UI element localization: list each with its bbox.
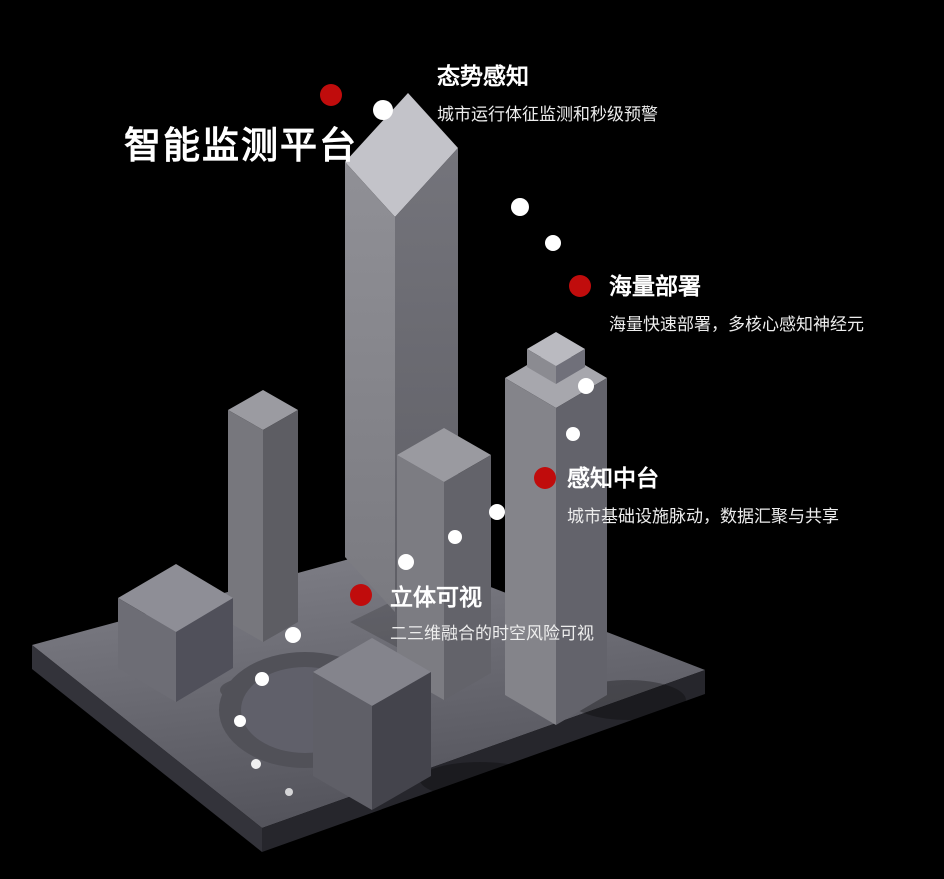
red-marker-dot-middle-platform xyxy=(534,467,556,489)
red-marker-dot-platform xyxy=(320,84,342,106)
building-front-center xyxy=(313,638,431,810)
left-low-top xyxy=(118,564,233,632)
feature-subtitle: 海量快速部署，多核心感知神经元 xyxy=(609,314,864,334)
building-left-low xyxy=(118,564,233,702)
building-left-slim xyxy=(228,390,298,642)
center-left-face xyxy=(397,455,444,700)
right-tower-left-face xyxy=(505,378,556,725)
red-marker-dot-deployment xyxy=(569,275,591,297)
hero-tower-top xyxy=(345,93,458,217)
feature-massive-deployment: 海量部署 海量快速部署，多核心感知神经元 xyxy=(609,272,864,335)
feature-stereoscopic-visualization: 立体可视 二三维融合的时空风险可视 xyxy=(390,583,594,644)
left-slim-left-face xyxy=(228,410,263,642)
hero-tower-left-face xyxy=(345,162,395,612)
right-tower-cap-right xyxy=(556,349,585,384)
trail-dot xyxy=(566,427,580,441)
base-left-side xyxy=(32,645,262,852)
building-center xyxy=(397,428,491,700)
left-slim-right-face xyxy=(263,410,298,642)
trail-dot xyxy=(545,235,561,251)
feature-heading: 立体可视 xyxy=(390,584,482,610)
left-low-left-face xyxy=(118,598,176,702)
feature-heading: 感知中台 xyxy=(567,465,659,491)
front-center-right-face xyxy=(372,672,431,810)
feature-perception-middle-platform: 感知中台 城市基础设施脉动，数据汇聚与共享 xyxy=(567,464,839,527)
center-right-face xyxy=(444,455,491,700)
building-right-tower xyxy=(505,332,607,725)
trail-dots xyxy=(234,100,594,796)
page-title: 智能监测平台 xyxy=(124,125,358,166)
trail-dot xyxy=(285,627,301,643)
trail-dot xyxy=(234,715,246,727)
trail-dot xyxy=(511,198,529,216)
right-tower-cap-left xyxy=(527,349,556,384)
feature-heading: 态势感知 xyxy=(437,63,529,89)
trail-dot xyxy=(448,530,462,544)
trail-dot xyxy=(255,672,269,686)
trail-dot xyxy=(489,504,505,520)
feature-subtitle: 二三维融合的时空风险可视 xyxy=(390,623,594,643)
left-low-right-face xyxy=(176,598,233,702)
trail-dot xyxy=(285,788,293,796)
front-center-left-face xyxy=(313,672,372,810)
trail-dot xyxy=(578,378,594,394)
trail-dot xyxy=(373,100,393,120)
right-tower-right-face xyxy=(556,378,607,725)
red-marker-dot-visualization xyxy=(350,584,372,606)
feature-situational-awareness: 态势感知 城市运行体征监测和秒级预警 xyxy=(437,62,658,125)
trail-dot xyxy=(398,554,414,570)
feature-subtitle: 城市基础设施脉动，数据汇聚与共享 xyxy=(567,506,839,526)
trail-dot xyxy=(251,759,261,769)
feature-subtitle: 城市运行体征监测和秒级预警 xyxy=(437,104,658,124)
feature-heading: 海量部署 xyxy=(609,273,701,299)
shadow xyxy=(420,762,540,798)
